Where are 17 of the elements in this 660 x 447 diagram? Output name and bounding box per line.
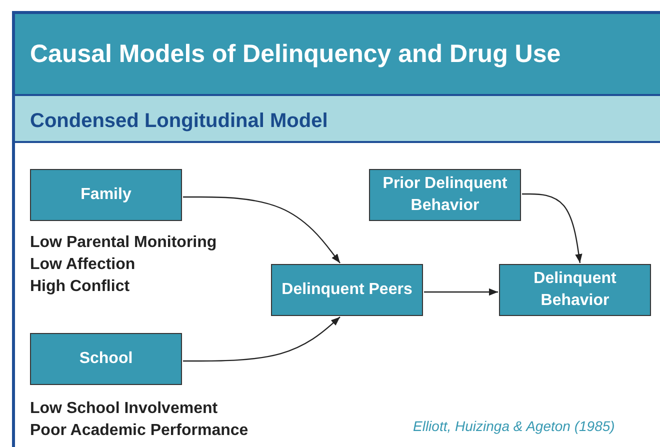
citation: Elliott, Huizinga & Ageton (1985): [413, 418, 615, 434]
arrow: [183, 196, 340, 264]
process-box: Family: [30, 169, 182, 221]
subtitle: Condensed Longitudinal Model: [30, 110, 328, 133]
arrow: [424, 288, 498, 296]
process-box: Delinquent Peers: [271, 264, 423, 316]
factor-text: Low Affection: [30, 255, 136, 275]
arrow: [183, 316, 340, 362]
factor-text: Low Parental Monitoring: [30, 233, 217, 253]
process-box: Prior Delinquent Behavior: [369, 169, 521, 221]
arrow: [522, 193, 582, 264]
factor-text: High Conflict: [30, 277, 130, 297]
factor-text: Poor Academic Performance: [30, 421, 248, 441]
process-box: Delinquent Behavior: [499, 264, 651, 316]
title: Causal Models of Delinquency and Drug Use: [30, 40, 561, 69]
factor-text: Low School Involvement: [30, 399, 218, 419]
process-box: School: [30, 333, 182, 385]
